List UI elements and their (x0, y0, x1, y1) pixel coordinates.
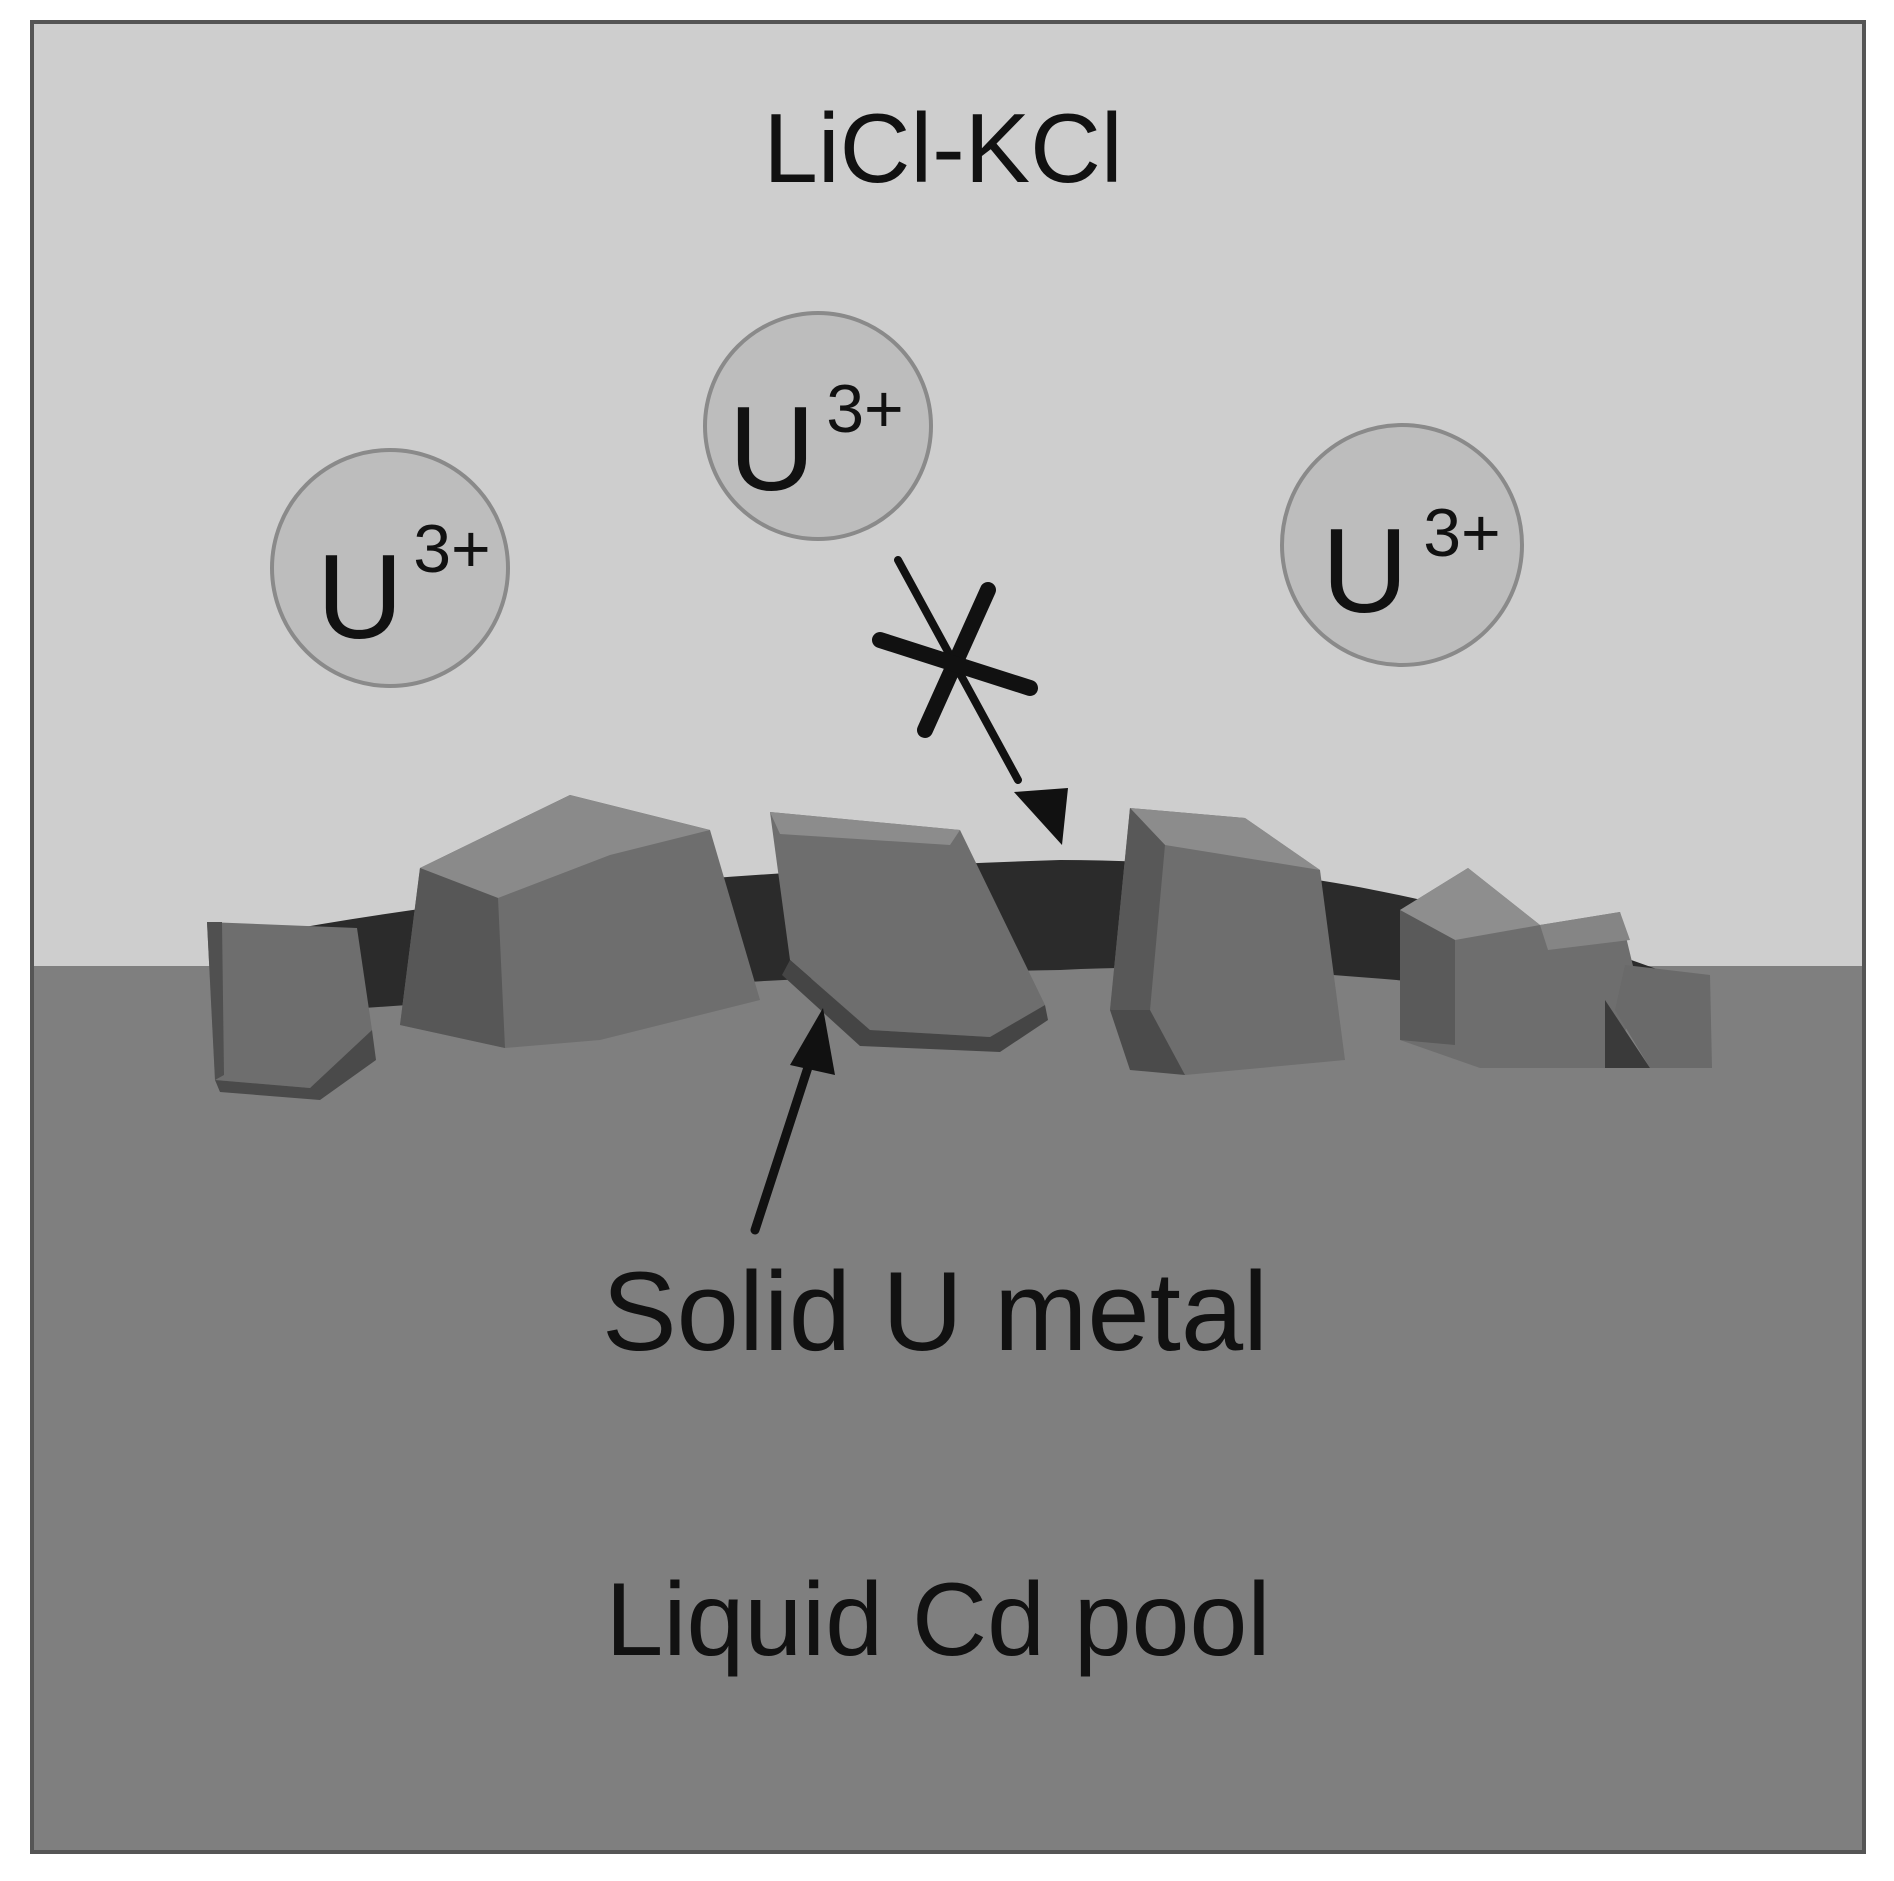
ion-symbol: U (317, 530, 404, 664)
ion-symbol: U (1322, 504, 1409, 638)
ion-charge: 3+ (1423, 495, 1501, 571)
ion-u3plus-right: U 3+ (1282, 425, 1522, 665)
deposit-label: Solid U metal (602, 1249, 1268, 1374)
ion-u3plus-middle: U 3+ (705, 313, 931, 539)
cd-pool-label: Liquid Cd pool (606, 1562, 1271, 1678)
ion-charge: 3+ (826, 371, 904, 447)
ion-symbol: U (729, 382, 816, 516)
ion-u3plus-left: U 3+ (272, 450, 508, 686)
ion-charge: 3+ (413, 511, 491, 587)
deposit-rock (207, 922, 376, 1100)
salt-layer-label: LiCl-KCl (763, 93, 1122, 203)
